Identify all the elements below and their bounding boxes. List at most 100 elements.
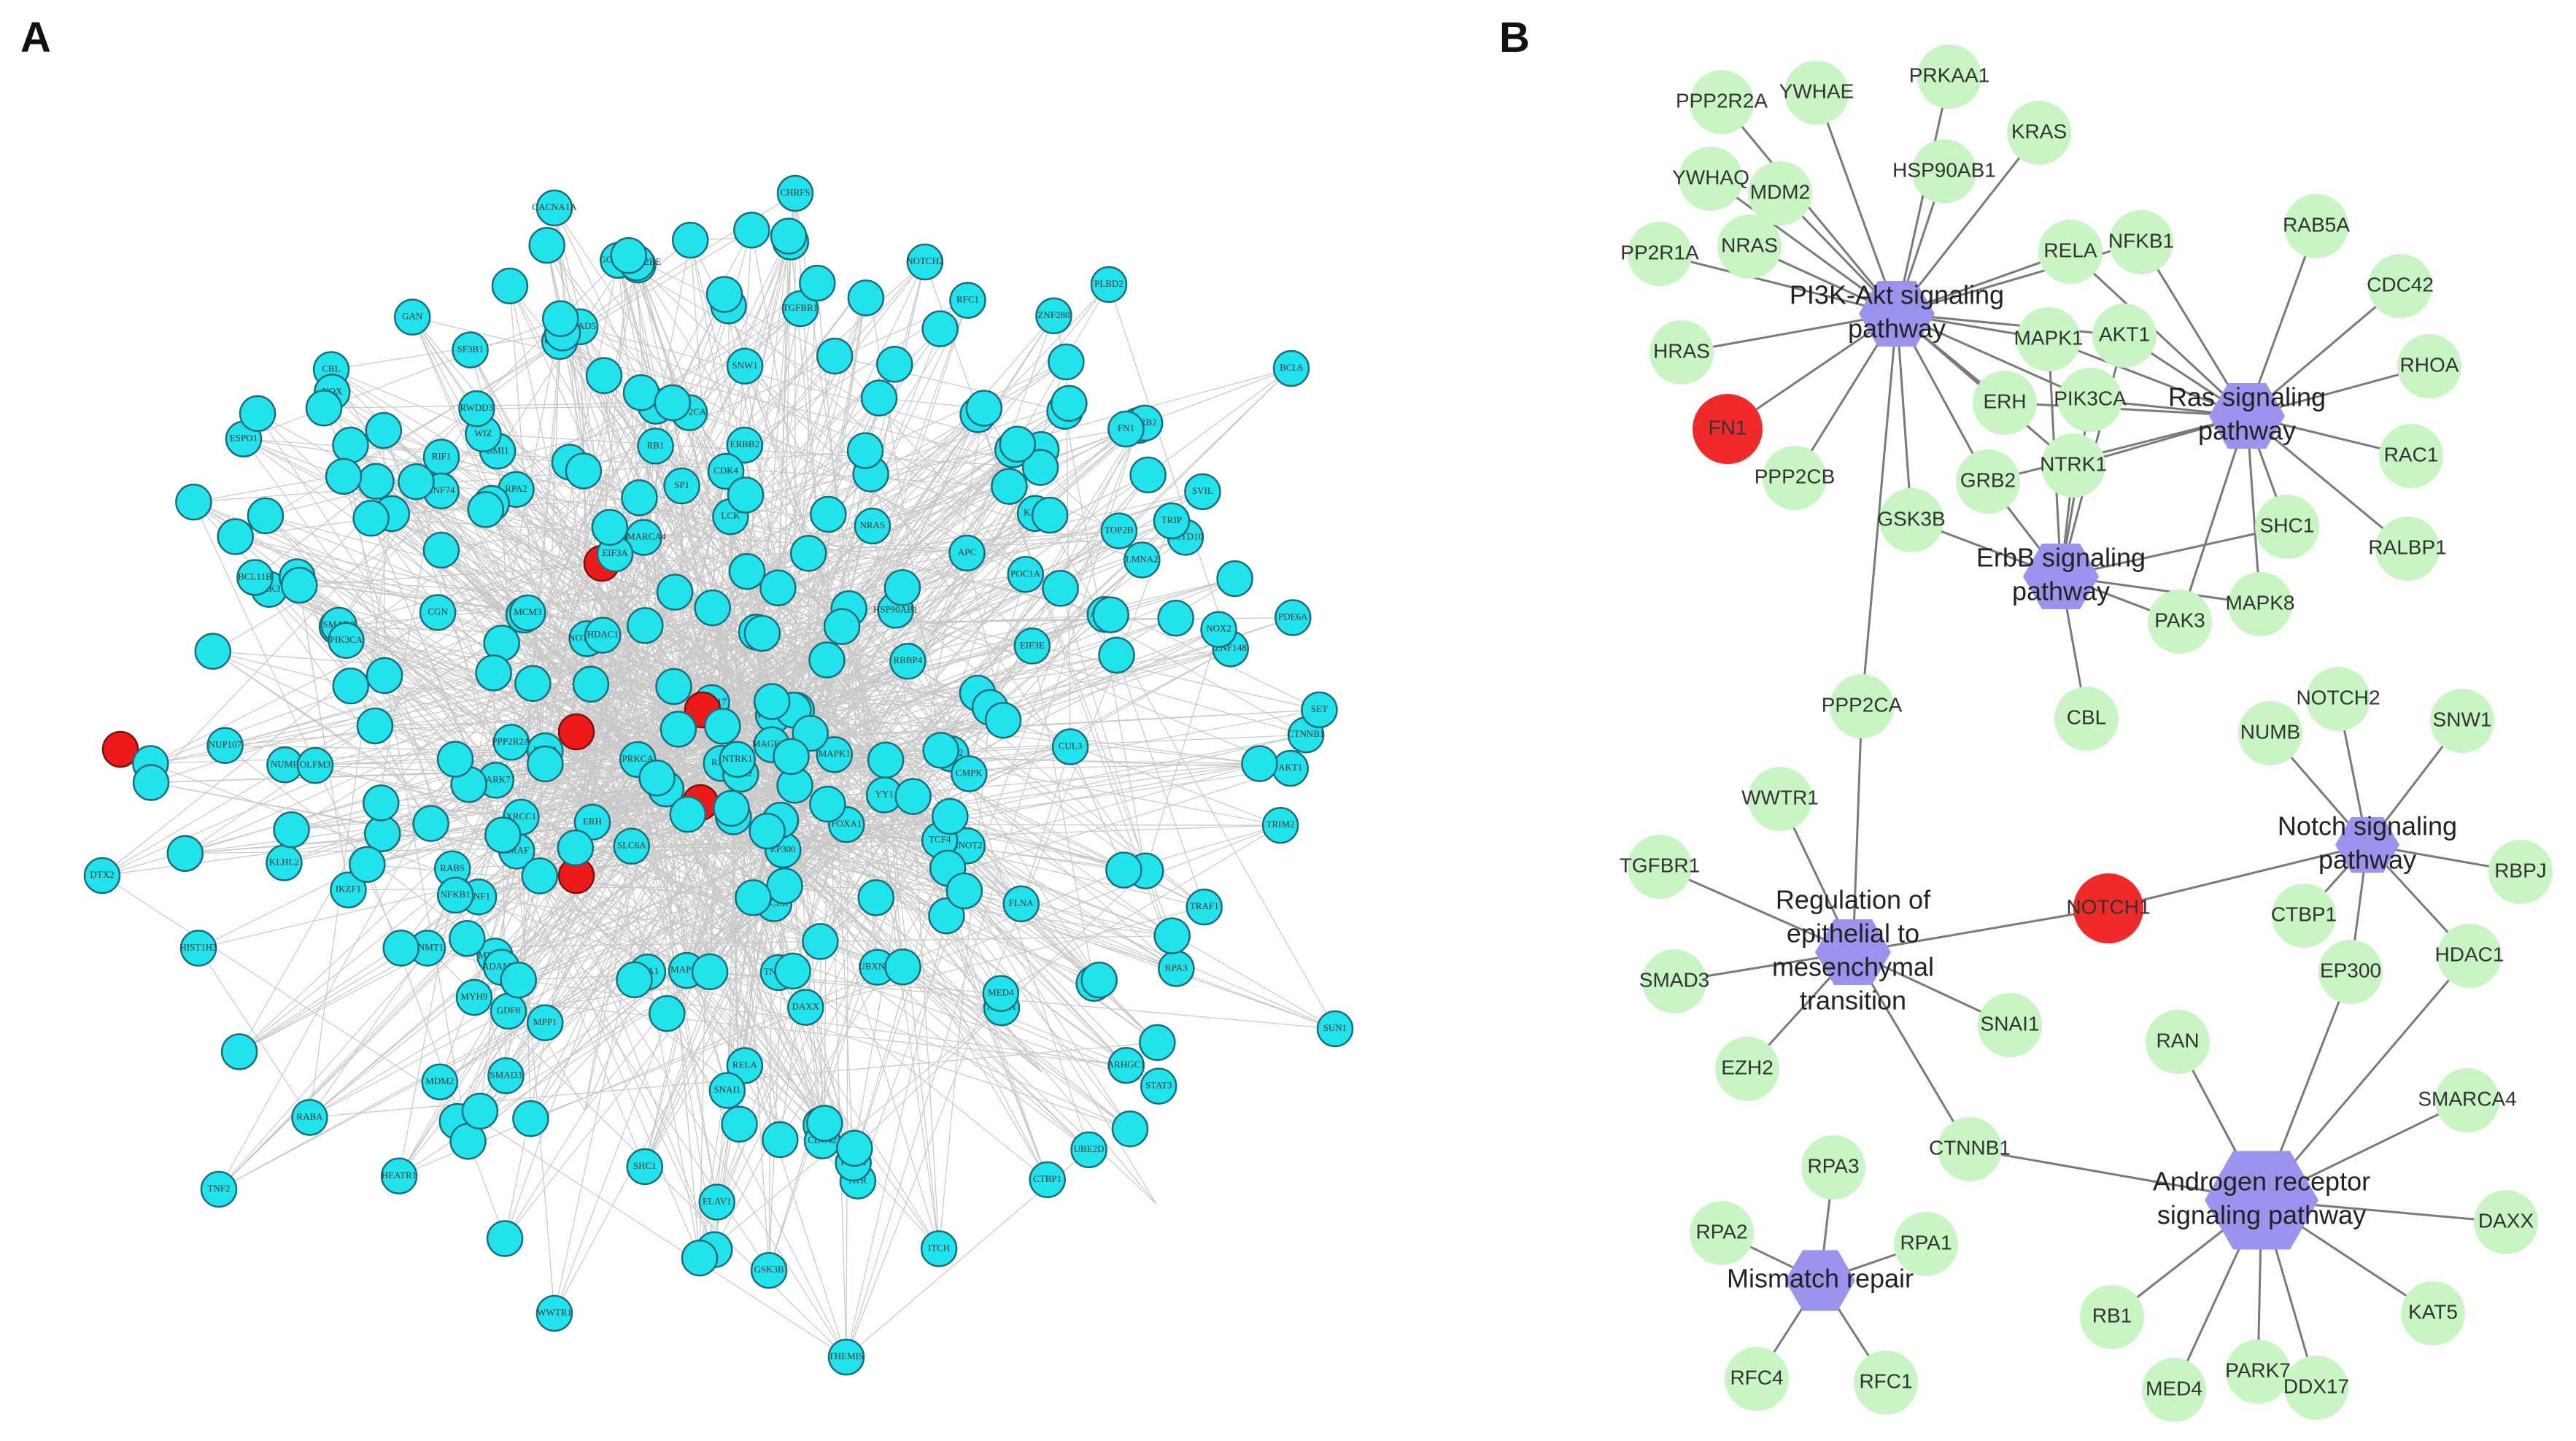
network-a-node-label: SMAD3 [490,1069,522,1080]
gene-node-kat5 [2401,1281,2465,1345]
network-a-edge [501,816,734,968]
network-a-node [789,535,827,572]
network-a-node-label: HEATR1 [382,1170,417,1181]
network-a-node-label: MED4 [988,987,1014,998]
network-a-node [491,267,529,305]
gene-node-ctnnb1 [1938,1117,2002,1181]
network-a-edge [722,444,1018,727]
network-a-edge [493,672,754,898]
network-a-node [217,518,254,555]
network-a-edge [380,635,603,803]
network-a-node [928,897,965,935]
network-a-node [179,930,217,967]
network-a-edge [416,481,806,1008]
pathway-label-notch: pathway [2318,845,2416,875]
network-a-node-label: NUMB [271,758,299,769]
gene-node-ppp2r2a [1690,70,1754,134]
gene-label-ppp2ca: PPP2CA [1822,693,1903,716]
network-a-edge [737,298,867,760]
network-a-node [984,701,1022,739]
network-a-node [535,1294,573,1332]
network-a-node [422,531,460,569]
highlighted-node [101,730,139,768]
network-a-node-label: EIF3A [602,547,628,558]
network-a-edge [848,609,940,1249]
gene-node-ddx17 [2284,1356,2348,1420]
network-a-edge [384,675,512,743]
pathway-edge-ar [2260,955,2471,1201]
network-a-node [894,778,932,815]
network-a-node [965,390,1003,427]
network-a-node-label: ERH [583,816,602,827]
network-a-node [526,1004,564,1042]
gene-node-med4 [2142,1358,2206,1422]
gene-node-hras [1649,320,1714,385]
network-a-node [206,727,244,764]
network-a-node [436,741,474,778]
network-a-node [884,949,921,986]
gene-node-hsp90ab1 [1912,139,1976,204]
network-a-node [419,594,457,631]
network-a-node-label: SET [1311,703,1328,714]
pathway-edge-ras [2246,285,2401,417]
network-a-edge [212,651,351,687]
network-a-node [1002,885,1040,923]
network-a-node [707,452,745,490]
network-a-node-label: XRCC1 [506,811,536,822]
network-a-node-label: BCL11B [238,571,272,582]
network-a-node-label: SHC1 [633,1160,657,1171]
network-a-edge [767,830,948,869]
network-a-edge [575,402,673,849]
network-a-edge [773,414,979,716]
network-a-node [484,816,522,854]
pathway-edge-erbb [2060,525,2288,578]
network-a-node [1051,728,1089,765]
network-a-node [876,346,913,383]
network-a-edge [762,193,796,634]
gene-node-rfc1 [1854,1351,1918,1415]
network-a-edge [1145,629,1220,871]
network-a-node-label: DTX2 [90,869,114,880]
network-a-node [660,711,697,748]
pathway-edge-pi3k [1710,177,1898,315]
network-a-edge [350,444,775,904]
network-a-node-label: POC1A [1010,568,1041,579]
gene-node-fn1 [1693,394,1763,464]
network-a-node [1092,596,1129,633]
network-a-node [412,805,449,842]
network-a-node [487,1057,525,1094]
network-a-edge [793,614,1111,711]
network-a-edge [744,366,779,588]
network-a-node [889,642,927,680]
network-a-edge [792,824,847,972]
network-a-edge [193,501,940,841]
network-a-node-label: FLNA [1009,897,1034,908]
network-a-edge [712,607,823,1141]
network-a-node [394,298,431,336]
network-a-node-label: UBE2D [1074,1143,1105,1154]
network-a-node [1157,600,1194,637]
network-a-node-label: RABS [440,862,465,873]
gene-node-grb2 [1956,449,2020,514]
network-a-node-label: SF3B1 [457,344,484,355]
network-a-node-label: NFKB1 [441,889,471,900]
pathway-label-erbb: pathway [2012,576,2110,606]
gene-label-ep300: EP300 [2320,959,2381,981]
network-a-node [1129,456,1167,494]
network-a-edge [520,408,985,818]
network-a-node [816,735,854,773]
network-a-edge [733,692,978,817]
gene-node-hdac1 [2437,924,2502,988]
network-a-node-label: EIF3E [1020,639,1045,650]
network-a-edge [579,326,1018,445]
network-a-edge [1060,588,1177,969]
network-a-node-label: TRAF1 [1190,900,1219,911]
gene-node-numb [2238,701,2302,765]
pathway-edge-ras [2069,250,2248,417]
network-a-edge [938,707,991,1249]
network-a-node [509,594,546,632]
network-a-node [948,534,986,572]
network-a-edge [560,318,1036,514]
network-a-node [500,961,537,999]
network-a-node [325,457,363,495]
